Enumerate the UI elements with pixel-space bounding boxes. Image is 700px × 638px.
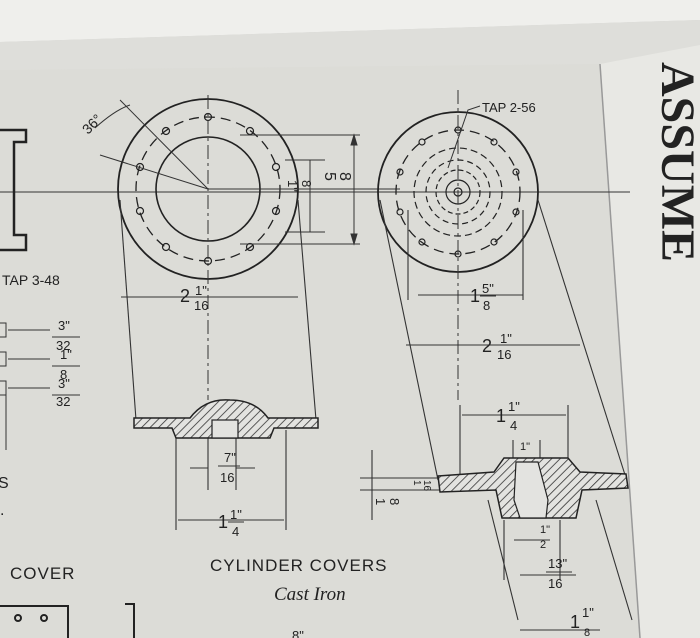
- left-bore-num: 1": [285, 180, 300, 192]
- right-d4-den: 16: [548, 576, 562, 591]
- right-d1-den: 4: [510, 418, 517, 433]
- right-width-num: 1": [500, 331, 512, 346]
- right-d1-whole: 1: [496, 406, 506, 426]
- drawing-title: CYLINDER COVERS: [210, 556, 387, 575]
- right-d5-den: 8: [584, 627, 590, 638]
- left-boss-den: 16: [220, 470, 234, 485]
- right-tap-label: TAP 2-56: [482, 100, 536, 115]
- right-width-den: 16: [497, 347, 511, 362]
- right-d3-den: 2: [540, 539, 546, 551]
- right-top-num: 5": [482, 281, 494, 296]
- right-top-den: 8: [483, 298, 490, 313]
- bottom-left-partial: [0, 603, 135, 638]
- right-width-whole: 2: [482, 336, 492, 356]
- drawing-page: [0, 64, 640, 638]
- left-width-num: 1": [195, 283, 207, 298]
- left-frac-1-den: 32: [56, 338, 70, 353]
- left-partial-view: [0, 128, 28, 252]
- left-cover-section: [133, 399, 319, 439]
- right-d3-num: 1": [540, 524, 550, 536]
- left-frac-2-num: 1": [60, 347, 72, 362]
- right-d1-num: 1": [508, 399, 520, 414]
- left-height-num: 5: [321, 172, 338, 181]
- right-side-num: 1: [373, 498, 388, 505]
- left-frac-1-num: 3": [58, 318, 70, 333]
- bottom-partial-dim: 8": [292, 628, 304, 638]
- top-paper-edge: [0, 0, 700, 42]
- right-d4-num: 13": [548, 556, 567, 571]
- right-top-whole: 1: [470, 286, 480, 306]
- drawing-subtitle: Cast Iron: [274, 584, 346, 605]
- left-base-den: 4: [232, 524, 239, 539]
- right-side-small-den: 16: [421, 480, 432, 492]
- right-side-small: 1: [411, 480, 422, 486]
- right-d5-whole: 1: [570, 612, 580, 632]
- right-bolt-holes: [396, 126, 520, 258]
- left-frac-2-den: 8: [60, 367, 67, 382]
- left-frac-3-num: 3": [58, 376, 70, 391]
- left-base-num: 1": [230, 507, 242, 522]
- left-tap-label: TAP 3-48: [2, 272, 60, 288]
- left-edge-dot: .: [0, 502, 4, 519]
- left-bore-den: 8: [299, 180, 314, 187]
- right-d5-num: 1": [582, 605, 594, 620]
- left-base-whole: 1: [218, 512, 228, 532]
- right-side-den: 8: [387, 498, 402, 505]
- left-width-den: 16: [194, 298, 208, 313]
- side-heading: ASSUME: [651, 62, 700, 262]
- left-edge-letter: S: [0, 475, 9, 492]
- left-height-den: 8: [336, 172, 353, 181]
- right-page: [600, 45, 700, 638]
- right-d2-num: 1": [520, 441, 530, 453]
- left-fractions: [0, 322, 80, 396]
- left-width-whole: 2: [180, 286, 190, 306]
- left-frac-3-den: 32: [56, 394, 70, 409]
- left-cover-title: COVER: [10, 564, 75, 583]
- left-boss-num: 7": [224, 450, 236, 465]
